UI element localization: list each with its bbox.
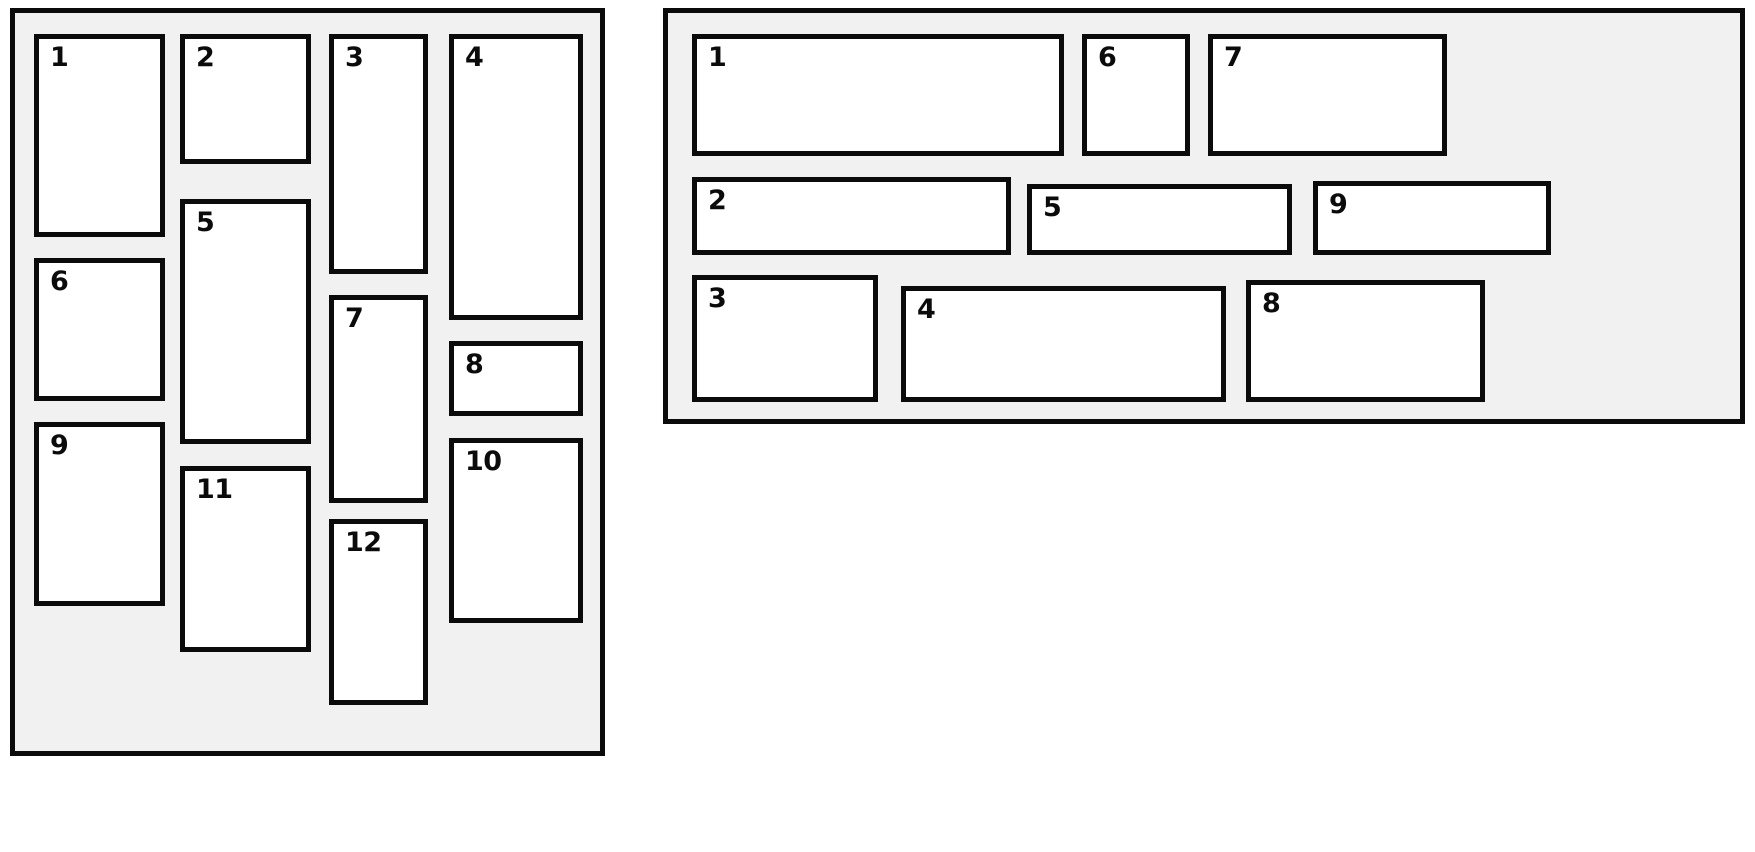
layout-box-5[interactable]: 5 <box>180 199 311 444</box>
layout-box-label: 8 <box>1262 288 1281 319</box>
layout-box-label: 9 <box>1329 189 1348 220</box>
right-layout-panel: 1 6 7 2 5 9 3 4 8 <box>663 8 1745 424</box>
layout-box-4[interactable]: 4 <box>901 286 1226 402</box>
layout-box-3[interactable]: 3 <box>692 275 878 402</box>
layout-box-label: 3 <box>345 42 364 73</box>
layout-box-label: 8 <box>465 349 484 380</box>
layout-box-11[interactable]: 11 <box>180 466 311 652</box>
layout-box-label: 1 <box>50 42 69 73</box>
layout-box-label: 11 <box>196 474 233 505</box>
layout-box-5[interactable]: 5 <box>1027 184 1292 255</box>
layout-box-label: 7 <box>345 303 364 334</box>
layout-box-3[interactable]: 3 <box>329 34 428 274</box>
layout-box-1[interactable]: 1 <box>692 34 1064 156</box>
layout-box-7[interactable]: 7 <box>1208 34 1447 156</box>
layout-box-label: 7 <box>1224 42 1243 73</box>
layout-box-label: 9 <box>50 430 69 461</box>
layout-box-label: 4 <box>465 42 484 73</box>
layout-box-label: 6 <box>1098 42 1117 73</box>
layout-box-label: 5 <box>196 207 215 238</box>
layout-box-8[interactable]: 8 <box>449 341 583 416</box>
layout-box-4[interactable]: 4 <box>449 34 583 320</box>
layout-box-2[interactable]: 2 <box>692 177 1011 255</box>
layout-box-label: 2 <box>708 185 727 216</box>
layout-box-label: 1 <box>708 42 727 73</box>
layout-box-1[interactable]: 1 <box>34 34 165 237</box>
layout-box-6[interactable]: 6 <box>34 258 165 401</box>
layout-box-label: 10 <box>465 446 502 477</box>
layout-box-6[interactable]: 6 <box>1082 34 1190 156</box>
layout-box-7[interactable]: 7 <box>329 295 428 503</box>
layout-box-8[interactable]: 8 <box>1246 280 1485 402</box>
layout-box-label: 12 <box>345 527 382 558</box>
layout-box-10[interactable]: 10 <box>449 438 583 623</box>
layout-box-9[interactable]: 9 <box>1313 181 1551 255</box>
layout-box-label: 4 <box>917 294 936 325</box>
layout-box-9[interactable]: 9 <box>34 422 165 606</box>
layout-box-label: 5 <box>1043 192 1062 223</box>
layout-box-2[interactable]: 2 <box>180 34 311 164</box>
layout-box-label: 2 <box>196 42 215 73</box>
layout-box-12[interactable]: 12 <box>329 519 428 705</box>
layout-box-label: 6 <box>50 266 69 297</box>
layout-box-label: 3 <box>708 283 727 314</box>
